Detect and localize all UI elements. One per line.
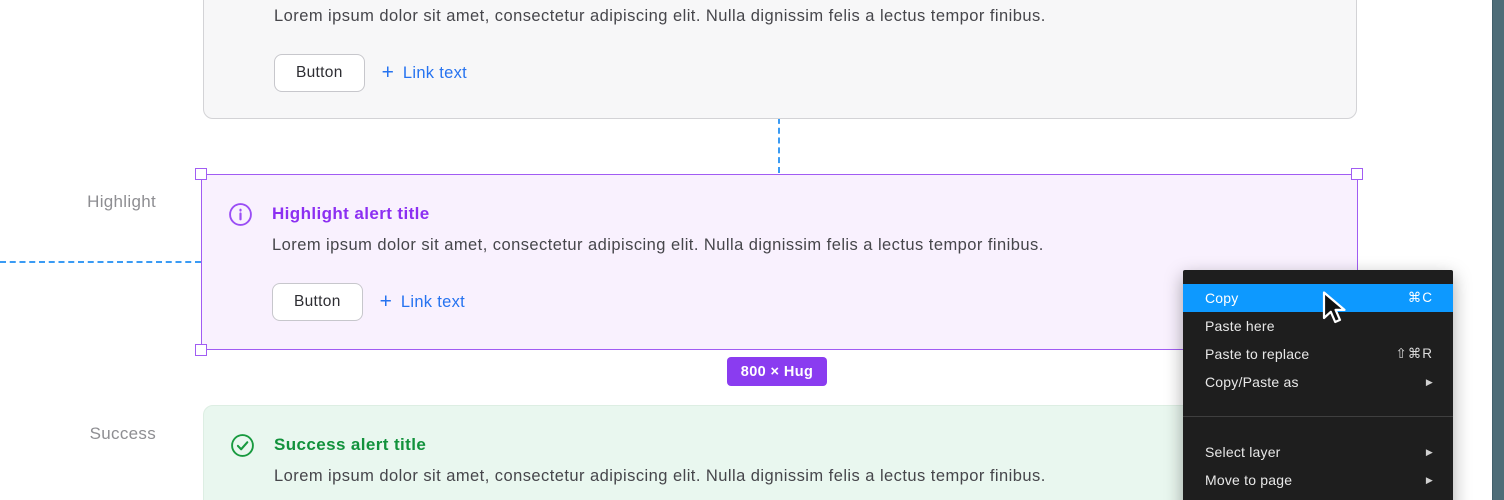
submenu-arrow-icon: ▶ bbox=[1425, 446, 1433, 457]
alert-body-text: Lorem ipsum dolor sit amet, consectetur … bbox=[274, 7, 1046, 25]
success-alert-card[interactable]: Success alert title Lorem ipsum dolor si… bbox=[203, 405, 1357, 500]
alert-title: Highlight alert title bbox=[272, 204, 430, 223]
alert-title: Success alert title bbox=[274, 435, 427, 454]
shortcut-paste-to-replace: ⇧⌘R bbox=[1395, 346, 1433, 361]
menu-item-copy-paste-as[interactable]: Copy/Paste as ▶ bbox=[1205, 374, 1433, 390]
neutral-alert-card[interactable]: Lorem ipsum dolor sit amet, consectetur … bbox=[203, 0, 1357, 119]
menu-item-select-layer[interactable]: Select layer ▶ bbox=[1205, 444, 1433, 460]
shortcut-copy: ⌘C bbox=[1407, 290, 1433, 305]
alert-link[interactable]: + Link text bbox=[381, 61, 468, 84]
submenu-arrow-icon: ▶ bbox=[1425, 474, 1433, 485]
horizontal-alignment-guide bbox=[0, 261, 201, 263]
alert-body-text: Lorem ipsum dolor sit amet, consectetur … bbox=[274, 467, 1046, 485]
section-label-success: Success bbox=[89, 424, 156, 443]
plus-icon: + bbox=[381, 61, 394, 84]
link-label: Link text bbox=[402, 63, 468, 82]
menu-item-paste-to-replace[interactable]: Paste to replace ⇧⌘R bbox=[1205, 346, 1433, 362]
section-label-highlight: Highlight bbox=[87, 192, 156, 211]
submenu-arrow-icon: ▶ bbox=[1425, 376, 1433, 387]
info-icon bbox=[228, 202, 253, 227]
menu-separator bbox=[1183, 416, 1453, 417]
selection-handle-top-right[interactable] bbox=[1351, 168, 1363, 180]
right-panel-strip bbox=[1492, 0, 1504, 500]
selection-handle-top-left[interactable] bbox=[195, 168, 207, 180]
highlight-alert-card[interactable]: Highlight alert title Lorem ipsum dolor … bbox=[201, 174, 1358, 350]
menu-item-move-to-page[interactable]: Move to page ▶ bbox=[1205, 472, 1433, 488]
menu-item-copy[interactable]: Copy ⌘C bbox=[1183, 284, 1453, 312]
selection-handle-bottom-left[interactable] bbox=[195, 344, 207, 356]
mouse-cursor-icon bbox=[1322, 291, 1348, 330]
alert-button[interactable]: Button bbox=[272, 283, 363, 321]
size-badge: 800 × Hug bbox=[727, 357, 827, 386]
link-label: Link text bbox=[400, 292, 466, 311]
alert-body-text: Lorem ipsum dolor sit amet, consectetur … bbox=[272, 236, 1044, 254]
context-menu: Copy ⌘C Paste here Paste to replace ⇧⌘R … bbox=[1183, 270, 1453, 500]
menu-item-paste-here[interactable]: Paste here bbox=[1205, 318, 1275, 334]
alert-button[interactable]: Button bbox=[274, 54, 365, 92]
alert-link[interactable]: + Link text bbox=[379, 290, 466, 313]
check-circle-icon bbox=[230, 433, 255, 458]
plus-icon: + bbox=[379, 290, 392, 313]
